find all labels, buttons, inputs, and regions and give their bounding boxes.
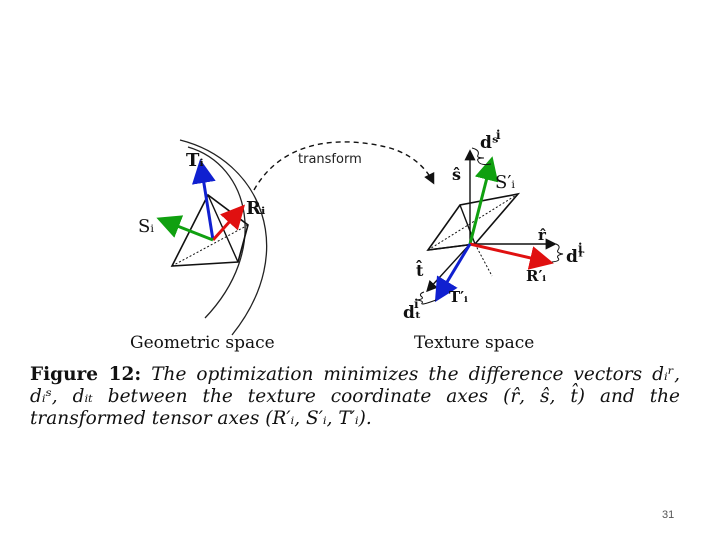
label-d-r: dʳ [566, 247, 585, 267]
figure-12-diagram: Tᵢ Rᵢ Sᵢ transform dˢ i ŝ S′ᵢ r̂ dʳ i R′… [130, 128, 585, 353]
label-d-r-sup: i [578, 241, 583, 255]
T-i-prime-axis-arrow [434, 243, 472, 303]
label-transform: transform [298, 152, 362, 167]
brace-d-r [551, 243, 564, 263]
label-r-hat: r̂ [538, 226, 547, 244]
S-i-prime-axis-arrow [468, 156, 499, 245]
R-i-prime-axis-arrow [469, 242, 554, 270]
label-R-i-prime: R′ᵢ [526, 267, 546, 285]
caption-figure-label: Figure 12: [30, 364, 142, 385]
caption-text: The optimization minimizes the differenc… [30, 364, 680, 429]
S-i-axis-arrow [156, 215, 214, 242]
t-hat-axis-arrow [426, 243, 471, 293]
surface-curve-outer [179, 139, 268, 336]
label-d-s-sup: i [496, 128, 501, 142]
label-d-s: dˢ [480, 133, 499, 153]
label-S-i-prime: S′ᵢ [495, 172, 515, 193]
label-d-t: dₜ [403, 303, 421, 323]
brace-d-t [416, 291, 437, 305]
label-T-i-prime: T′ᵢ [449, 288, 468, 306]
T-i-axis-arrow [191, 159, 216, 241]
label-t-hat: t̂ [416, 260, 424, 280]
brace-d-s [471, 147, 492, 166]
label-R-i: Rᵢ [246, 198, 266, 219]
label-geometric-space: Geometric space [130, 333, 275, 353]
label-S-i: Sᵢ [138, 216, 154, 237]
page-number: 31 [662, 509, 675, 521]
transform-arrow [253, 141, 435, 191]
label-s-hat: ŝ [452, 165, 461, 184]
label-texture-space: Texture space [414, 333, 534, 353]
R-i-axis-arrow [211, 204, 246, 242]
label-T-i: Tᵢ [186, 150, 204, 171]
figure-caption: Figure 12:The optimization minimizes the… [30, 364, 680, 430]
label-d-t-sup: i [414, 297, 419, 311]
